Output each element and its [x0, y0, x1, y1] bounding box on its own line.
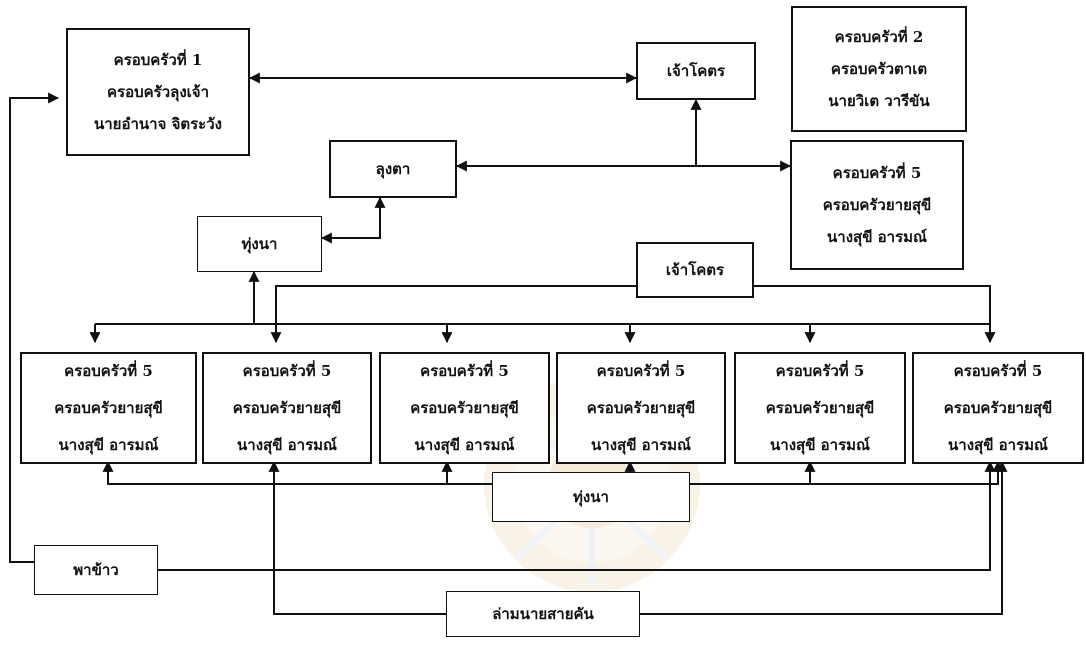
row-family-line2: ครอบครัวยายสุขี: [54, 398, 163, 417]
lam-label: ล่ามนายสายคัน: [492, 605, 594, 623]
row-family-line3: นางสุขี อารมณ์: [948, 435, 1048, 454]
family2-box: ครอบครัวที่ 2 ครอบครัวตาเต นายวิเต วารีข…: [791, 6, 967, 132]
edge-lam-left: [268, 460, 446, 615]
row-family-line1: ครอบครัวที่ 5: [775, 361, 865, 380]
row-family-line1: ครอบครัวที่ 5: [953, 361, 1043, 380]
edge-lam-right: [640, 460, 1008, 615]
row-family-box: ครอบครัวที่ 5 ครอบครัวยายสุขี นางสุขี อา…: [379, 352, 550, 464]
row-family-line1: ครอบครัวที่ 5: [420, 361, 509, 380]
family1-box: ครอบครัวที่ 1 ครอบครัวลุงเจ้า นายอำนาจ จ…: [66, 28, 250, 156]
row-family-line1: ครอบครัวที่ 5: [242, 361, 332, 380]
edge-jaokot-right: [754, 285, 996, 344]
thungna-top-box: ทุ่งนา: [197, 216, 322, 272]
family2-line2: ครอบครัวตาเต: [830, 60, 928, 78]
row-family-box: ครอบครัวที่ 5 ครอบครัวยายสุขี นางสุขี อา…: [20, 352, 197, 464]
family1-line2: ครอบครัวลุงเจ้า: [107, 83, 209, 101]
row-family-box: ครอบครัวที่ 5 ครอบครัวยายสุขี นางสุขี อา…: [734, 352, 906, 464]
edge-jaokot-left: [270, 285, 636, 344]
edge-phakhao-family1: [9, 92, 60, 563]
family1-line1: ครอบครัวที่ 1: [113, 51, 203, 69]
row-family-line3: นางสุขี อารมณ์: [237, 435, 337, 454]
family1-line3: นายอำนาจ จิตระวัง: [94, 115, 222, 133]
family5-top-line3: นางสุขี อารมณ์: [827, 228, 927, 246]
jaokot-mid-label: เจ้าโคตร: [665, 261, 725, 279]
thungna-bottom-label: ทุ่งนา: [573, 488, 609, 506]
jaokot-top-label: เจ้าโคตร: [666, 62, 726, 80]
family2-line3: นายวิเต วารีขัน: [828, 92, 930, 110]
row-family-line2: ครอบครัวยายสุขี: [943, 398, 1053, 417]
lungta-box: ลุงตา: [329, 140, 457, 198]
row-family-line3: นางสุขี อารมณ์: [591, 435, 691, 454]
row-family-line3: นางสุขี อารมณ์: [770, 435, 870, 454]
row-family-line2: ครอบครัวยายสุขี: [410, 398, 519, 417]
edge-thungna-left: [102, 460, 492, 485]
lungta-label: ลุงตา: [375, 160, 411, 178]
family5-top-line2: ครอบครัวยายสุขี: [822, 196, 932, 214]
row-family-line2: ครอบครัวยายสุขี: [232, 398, 342, 417]
jaokot-mid-box: เจ้าโคตร: [636, 242, 754, 298]
row-family-line3: นางสุขี อารมณ์: [414, 435, 515, 454]
row-family-line2: ครอบครัวยายสุขี: [765, 398, 875, 417]
row-family-line1: ครอบครัวที่ 5: [596, 361, 686, 380]
family5-top-box: ครอบครัวที่ 5 ครอบครัวยายสุขี นางสุขี อา…: [790, 140, 964, 270]
phakhao-box: พาข้าว: [34, 545, 158, 595]
thungna-bottom-box: ทุ่งนา: [492, 472, 690, 522]
row-family-line3: นางสุขี อารมณ์: [58, 435, 159, 454]
row-family-box: ครอบครัวที่ 5 ครอบครัวยายสุขี นางสุขี อา…: [912, 352, 1084, 464]
lam-box: ล่ามนายสายคัน: [446, 591, 640, 637]
row-family-line1: ครอบครัวที่ 5: [64, 361, 153, 380]
phakhao-label: พาข้าว: [73, 561, 119, 579]
jaokot-top-box: เจ้าโคตร: [636, 42, 756, 100]
family5-top-line1: ครอบครัวที่ 5: [832, 164, 922, 182]
edge-phakhao-right: [158, 460, 996, 571]
row-family-box: ครอบครัวที่ 5 ครอบครัวยายสุขี นางสุขี อา…: [556, 352, 726, 464]
row-family-line2: ครอบครัวยายสุขี: [586, 398, 696, 417]
edge-thungna-right: [690, 460, 1004, 485]
row-family-box: ครอบครัวที่ 5 ครอบครัวยายสุขี นางสุขี อา…: [202, 352, 372, 464]
family2-line1: ครอบครัวที่ 2: [834, 28, 924, 46]
thungna-top-label: ทุ่งนา: [241, 235, 278, 253]
edge-lungta-thungna: [320, 196, 386, 244]
